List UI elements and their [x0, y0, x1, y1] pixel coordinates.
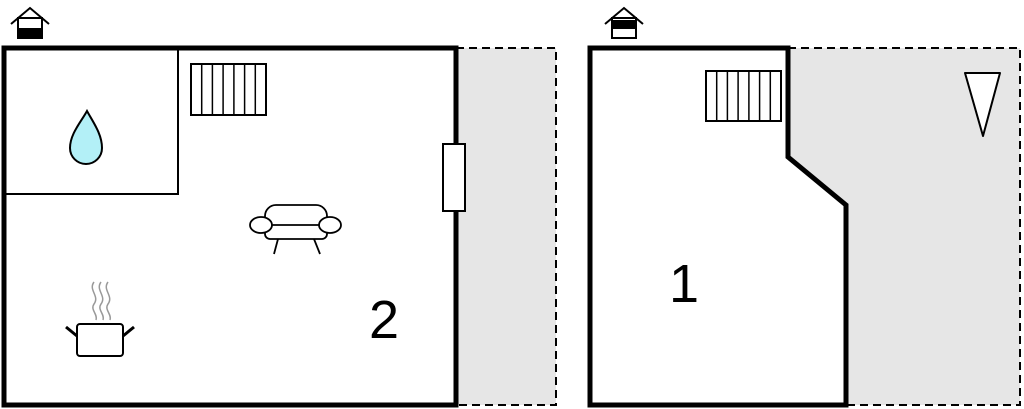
floor-plan-right: 1: [587, 6, 1021, 408]
sofa-icon: [249, 204, 342, 255]
door-icon: [442, 143, 466, 212]
funnel-icon: [964, 72, 1001, 137]
radiator-icon: [190, 63, 267, 116]
house-floor-ground-icon: [10, 6, 50, 39]
house-floor-upper-icon: [604, 6, 644, 39]
cooking-pot-icon: [65, 281, 135, 357]
room-number-2: 2: [369, 290, 399, 350]
radiator-icon: [705, 70, 782, 122]
room-1-walls: [587, 45, 849, 408]
water-drop-icon: [68, 108, 104, 165]
outdoor-terrace-left: [455, 47, 557, 406]
floor-plan-left: 2: [1, 6, 557, 408]
bathroom-partition: [4, 48, 179, 195]
room-number-1: 1: [669, 254, 699, 314]
